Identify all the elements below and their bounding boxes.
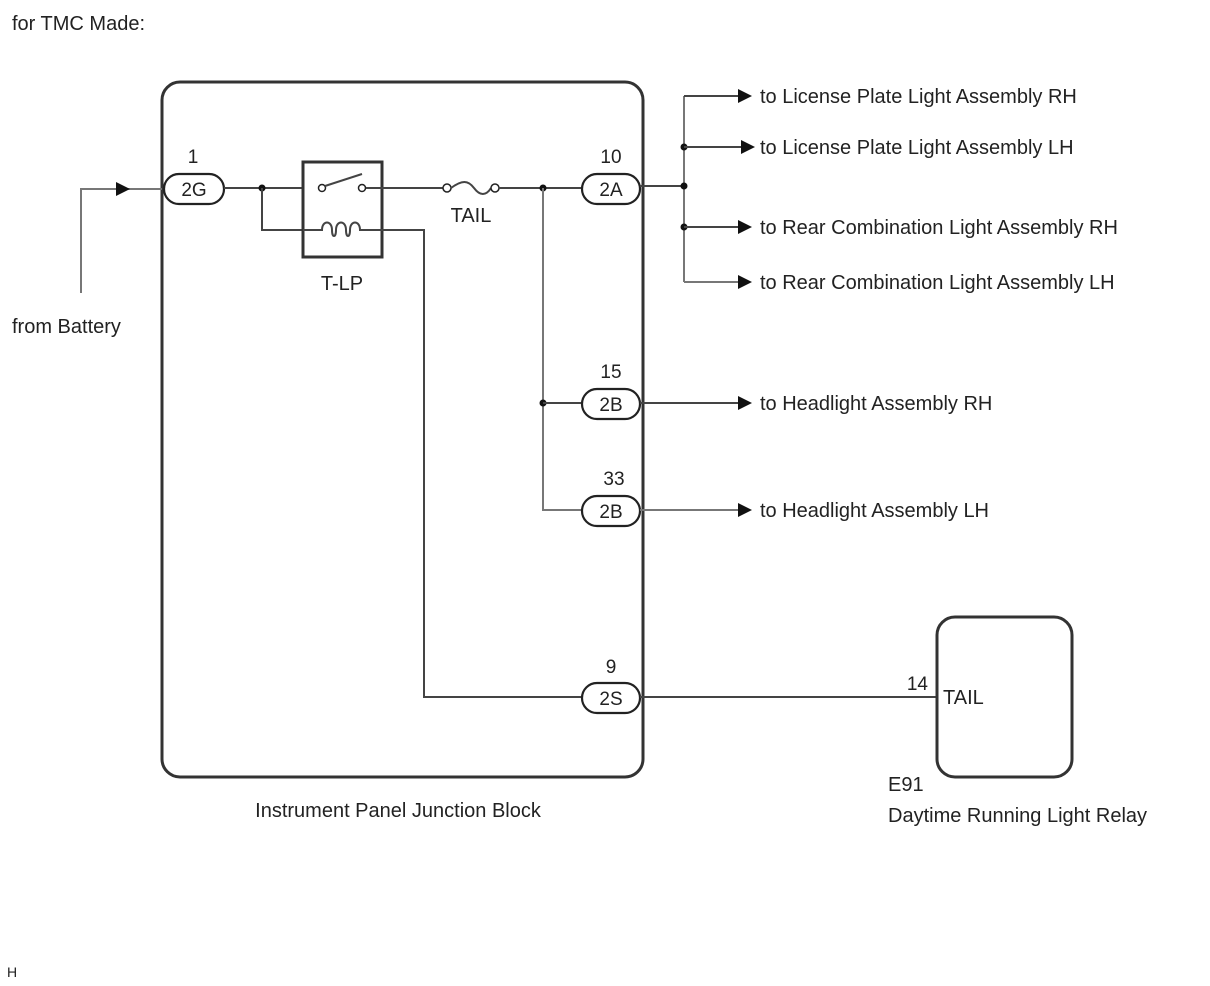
switch-blade-icon: [324, 173, 363, 187]
fuse-icon: [450, 181, 492, 195]
relay-t-lp[interactable]: [301, 160, 384, 259]
battery-wire: [80, 188, 162, 293]
connector-2a[interactable]: [580, 172, 642, 206]
output-label: to Rear Combination Light Assembly LH: [760, 272, 1115, 294]
arrow-right-icon: [738, 275, 752, 289]
output-label: to Headlight Assembly LH: [760, 500, 989, 522]
battery-arrow-icon: [116, 182, 130, 196]
wire-to-coil: [261, 188, 303, 231]
diagram-title: for TMC Made:: [12, 13, 145, 35]
footer-code: H: [7, 964, 17, 980]
relay-name: Daytime Running Light Relay: [888, 805, 1147, 827]
connector-code-2a: 2A: [599, 180, 623, 201]
arrow-right-icon: [738, 396, 752, 410]
arrow-right-icon: [738, 89, 752, 103]
pin-number-10: 10: [600, 147, 621, 168]
fuse-label: TAIL: [451, 205, 492, 227]
switch-contact-icon: [317, 183, 327, 193]
relay-terminal-label: TAIL: [943, 687, 984, 709]
fuse-terminal-icon: [442, 183, 452, 193]
pin-number-15: 15: [600, 362, 621, 383]
arrow-right-icon: [738, 220, 752, 234]
relay-code: E91: [888, 774, 924, 796]
output-label: to License Plate Light Assembly RH: [760, 86, 1077, 108]
connector-code-2b-15: 2B: [599, 395, 622, 416]
pin-number-33: 33: [603, 469, 624, 490]
junction-block-outline: [160, 80, 645, 779]
fuse-terminal-icon: [490, 183, 500, 193]
output-label: to License Plate Light Assembly LH: [760, 137, 1074, 159]
relay-label: T-LP: [321, 273, 363, 295]
battery-label: from Battery: [12, 316, 121, 338]
wire-coil-to-2s: [382, 229, 582, 698]
pin-number-9: 9: [606, 657, 617, 678]
junction-block-label: Instrument Panel Junction Block: [255, 800, 542, 822]
connector-code-2s: 2S: [599, 689, 622, 710]
output-label: to Rear Combination Light Assembly RH: [760, 217, 1118, 239]
junction-dot: [680, 182, 688, 190]
relay-pin-number: 14: [907, 674, 929, 695]
relay-coil-icon: [303, 221, 382, 237]
connector-code-2b-33: 2B: [599, 502, 622, 523]
arrow-right-icon: [741, 140, 755, 154]
switch-contact-icon: [357, 183, 367, 193]
wire-to-headlights: [542, 188, 582, 511]
relay-e91[interactable]: [935, 615, 1074, 779]
pin-number-1: 1: [188, 147, 199, 168]
arrow-right-icon: [738, 503, 752, 517]
output-label: to Headlight Assembly RH: [760, 393, 992, 415]
connector-code-2g: 2G: [181, 180, 206, 201]
